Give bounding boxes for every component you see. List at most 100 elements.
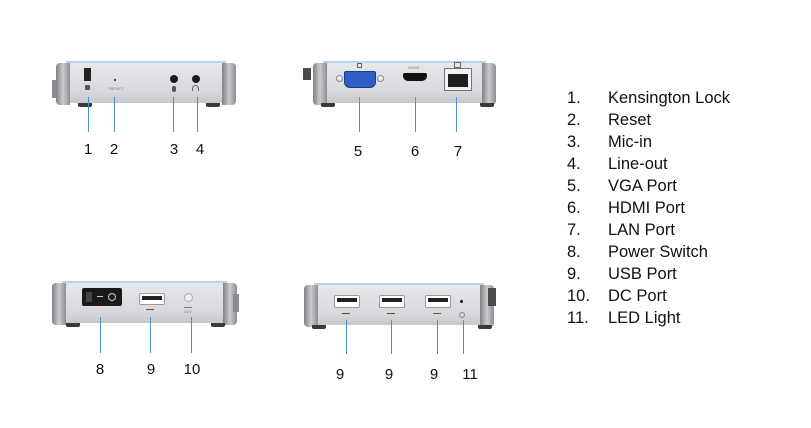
vga-screw <box>336 75 343 82</box>
leader-line <box>437 320 438 354</box>
legend-label: Mic-in <box>608 133 652 151</box>
device-foot <box>206 103 220 107</box>
reset-pinhole <box>114 79 116 81</box>
kensington-lock-slot <box>84 68 91 81</box>
legend-number: 4. <box>567 155 581 173</box>
legend-item: 11.LED Light <box>567 309 730 331</box>
vga-screw <box>377 75 384 82</box>
headphone-icon <box>192 85 199 91</box>
legend-label: Reset <box>608 111 652 129</box>
callout-number: 9 <box>384 366 394 383</box>
callout-number: 3 <box>169 141 179 158</box>
legend-item: 10.DC Port <box>567 287 730 309</box>
reset-label: RESET <box>109 86 124 91</box>
usb-port <box>139 293 165 305</box>
device-knob <box>303 68 311 80</box>
callout-number: 1 <box>83 141 93 158</box>
callout-number: 9 <box>429 366 439 383</box>
device-knob <box>233 294 239 312</box>
callout-number: 6 <box>410 143 420 160</box>
leader-line <box>100 317 101 353</box>
legend-number: 1. <box>567 89 581 107</box>
leader-line <box>197 97 198 132</box>
callout-number: 5 <box>353 143 363 160</box>
usb-icon <box>342 313 350 314</box>
leader-line <box>150 317 151 353</box>
switch-rocker <box>86 292 92 302</box>
usb-port <box>334 295 360 308</box>
usb-tongue <box>337 298 357 302</box>
device-edge <box>313 63 327 105</box>
legend-number: 10. <box>567 287 590 305</box>
callout-number: 11 <box>462 366 478 383</box>
device-knob <box>488 288 496 306</box>
device-edge <box>223 283 237 325</box>
switch-off-mark <box>97 296 103 297</box>
device-foot <box>78 103 92 107</box>
usb-icon <box>433 313 441 314</box>
power-icon <box>459 312 465 318</box>
line-out-jack <box>192 75 200 83</box>
callout-number: 10 <box>183 361 201 378</box>
mic-icon <box>172 86 176 92</box>
device-body: RESET <box>56 61 236 107</box>
dc-icon <box>184 307 192 308</box>
legend-item: 5.VGA Port <box>567 177 730 199</box>
device-body: 12V <box>52 281 237 327</box>
device-edge <box>482 63 496 105</box>
legend-item: 1.Kensington Lock <box>567 89 730 111</box>
usb-tongue <box>428 298 448 302</box>
switch-on-mark <box>108 293 116 301</box>
legend-label: Power Switch <box>608 243 708 261</box>
legend-label: USB Port <box>608 265 677 283</box>
legend-number: 2. <box>567 111 581 129</box>
power-switch <box>82 288 122 306</box>
device-edge <box>222 63 236 105</box>
device-foot <box>211 323 225 327</box>
device-foot <box>480 103 494 107</box>
lan-port <box>444 68 472 91</box>
legend-number: 6. <box>567 199 581 217</box>
legend-label: HDMI Port <box>608 199 686 217</box>
leader-line <box>346 320 347 354</box>
dc-voltage-label: 12V <box>184 309 193 314</box>
device-knob <box>52 80 58 98</box>
device-body <box>304 283 494 329</box>
lan-jack <box>448 74 468 87</box>
device-edge <box>304 285 318 327</box>
legend-item: 7.LAN Port <box>567 221 730 243</box>
legend-number: 7. <box>567 221 581 239</box>
leader-line <box>359 97 360 132</box>
device-foot <box>312 325 326 329</box>
mic-in-jack <box>170 75 178 83</box>
legend-label: LED Light <box>608 309 681 327</box>
device-foot <box>66 323 80 327</box>
leader-line <box>114 97 115 132</box>
callout-number: 8 <box>95 361 105 378</box>
device-edge <box>56 63 70 105</box>
port-legend: 1.Kensington Lock 2.Reset 3.Mic-in 4.Lin… <box>567 89 730 331</box>
network-icon <box>454 62 461 68</box>
usb-tongue <box>142 296 162 300</box>
hdmi-label: HDMI <box>408 65 420 70</box>
callout-number: 9 <box>146 361 156 378</box>
device-body: HDMI <box>313 61 496 107</box>
usb-port <box>379 295 405 308</box>
hdmi-port <box>403 73 427 81</box>
leader-line <box>173 97 174 132</box>
device-edge <box>52 283 66 325</box>
usb-port <box>425 295 451 308</box>
legend-number: 8. <box>567 243 581 261</box>
lock-icon <box>85 85 90 90</box>
legend-item: 6. HDMI Port <box>567 199 730 221</box>
legend-item: 2. Reset <box>567 111 730 133</box>
usb-tongue <box>382 298 402 302</box>
leader-line <box>415 97 416 132</box>
led-light <box>460 300 463 303</box>
device-foot <box>321 103 335 107</box>
device-foot <box>478 325 492 329</box>
legend-number: 9. <box>567 265 581 283</box>
dc-port <box>184 293 193 302</box>
callout-number: 4 <box>195 141 205 158</box>
leader-line <box>88 97 89 132</box>
